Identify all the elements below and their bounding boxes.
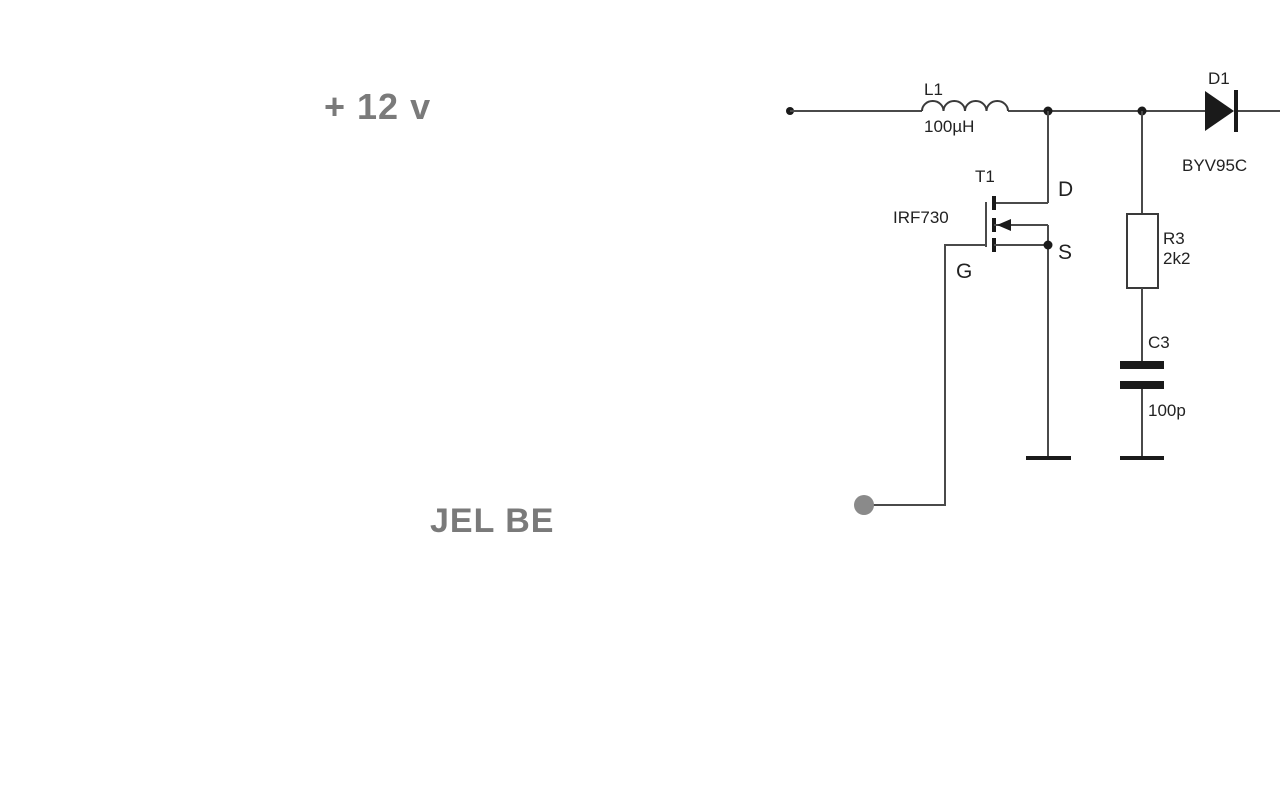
drain-pin-label: D bbox=[1058, 178, 1073, 201]
resistor-r3 bbox=[1126, 213, 1159, 289]
input-signal-label: JEL BE bbox=[430, 502, 555, 540]
diode-part-label: BYV95C bbox=[1182, 156, 1247, 175]
inductor-value-label: 100µH bbox=[924, 117, 974, 136]
inductor-coil bbox=[921, 100, 1009, 112]
capacitor-value-label: 100p bbox=[1148, 401, 1186, 420]
gate-drive-path bbox=[854, 244, 986, 515]
mosfet-t1: T1 IRF730 D S G bbox=[893, 111, 1073, 460]
gate-pin-label: G bbox=[956, 260, 972, 283]
gate-wire bbox=[864, 244, 986, 506]
capacitor-ref-label: C3 bbox=[1148, 333, 1170, 352]
source-pin-label: S bbox=[1058, 241, 1072, 264]
body-arrow bbox=[997, 219, 1011, 231]
diode-d1: D1 BYV95C bbox=[1182, 69, 1247, 175]
transistor-ref-label: T1 bbox=[975, 167, 995, 186]
resistor-value-label: 2k2 bbox=[1163, 249, 1190, 268]
input-terminal bbox=[854, 495, 874, 515]
transistor-part-label: IRF730 bbox=[893, 208, 949, 227]
resistor-ref-label: R3 bbox=[1163, 229, 1185, 248]
snubber-network: R3 2k2 C3 100p bbox=[1120, 111, 1190, 460]
diode-triangle bbox=[1205, 91, 1234, 131]
supply-voltage-label: + 12 v bbox=[324, 86, 432, 127]
diode-ref-label: D1 bbox=[1208, 69, 1230, 88]
capacitor-plate-bottom bbox=[1120, 381, 1164, 389]
inductor-l1: L1 100µH bbox=[921, 80, 1009, 136]
source-junction bbox=[1043, 240, 1053, 250]
inductor-ref-label: L1 bbox=[924, 80, 943, 99]
capacitor-plate-top bbox=[1120, 361, 1164, 369]
